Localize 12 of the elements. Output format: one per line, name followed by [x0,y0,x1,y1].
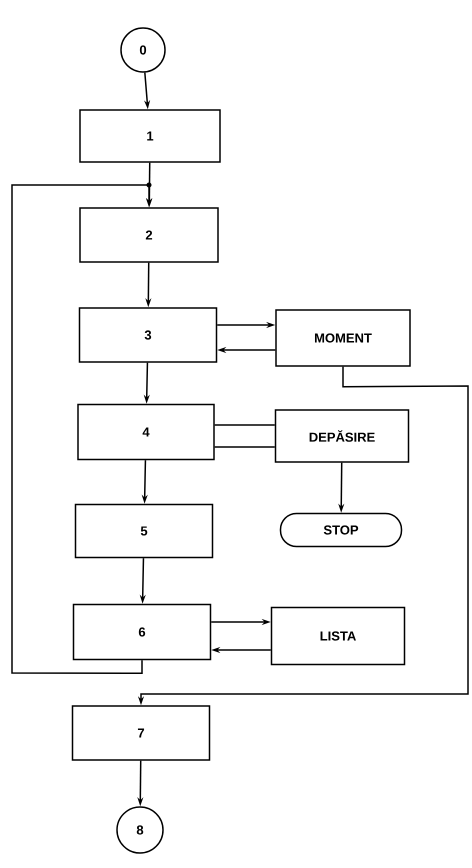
process-box: 4 [77,404,215,460]
process-box: 2 [79,207,219,263]
process-box: 3 [78,307,218,363]
process-box: 5 [74,504,214,558]
process-box: 7 [72,705,210,761]
process-box: 1 [79,109,221,163]
process-box: 6 [72,604,212,660]
process-box: MOMENT [275,309,411,367]
arrow [11,184,152,674]
terminal-box: STOP [280,512,402,548]
process-box: DEPĂSIRE [274,409,410,463]
process-box: LISTA [270,606,406,666]
